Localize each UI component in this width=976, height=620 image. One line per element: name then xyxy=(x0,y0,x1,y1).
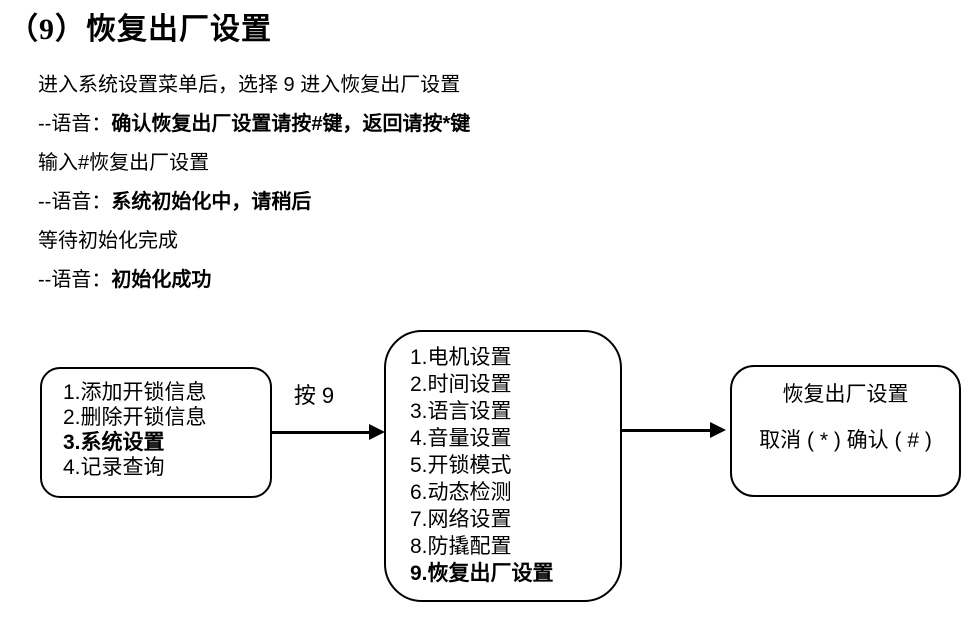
instruction-bold-text: 系统初始化中，请稍后 xyxy=(111,191,312,213)
instruction-bold-text: 初始化成功 xyxy=(111,269,212,291)
submenu-item-selected: 9.恢复出厂设置 xyxy=(410,562,554,585)
instruction-text: 等待初始化完成 xyxy=(38,230,178,252)
menu-item: 2.删除开锁信息 xyxy=(63,406,207,429)
instruction-text: 进入系统设置菜单后，选择 9 进入恢复出厂设置 xyxy=(38,74,461,96)
submenu-item: 6.动态检测 xyxy=(410,481,512,504)
submenu-item: 4.音量设置 xyxy=(410,427,512,450)
confirm-box-title: 恢复出厂设置 xyxy=(782,383,909,406)
submenu-item: 5.开锁模式 xyxy=(410,454,512,477)
main-menu-box: 1.添加开锁信息 2.删除开锁信息 3.系统设置 4.记录查询 xyxy=(40,367,272,498)
instruction-line: 进入系统设置菜单后，选择 9 进入恢复出厂设置 xyxy=(38,66,470,105)
instruction-line: 等待初始化完成 xyxy=(38,222,470,261)
instructions-block: 进入系统设置菜单后，选择 9 进入恢复出厂设置 --语音：确认恢复出厂设置请按#… xyxy=(38,66,470,300)
menu-item: 1.添加开锁信息 xyxy=(63,381,207,404)
arrow1-head-icon xyxy=(369,424,385,440)
instruction-line: --语音：系统初始化中，请稍后 xyxy=(38,183,470,222)
instruction-line: 输入#恢复出厂设置 xyxy=(38,144,470,183)
instruction-line: --语音：初始化成功 xyxy=(38,261,470,300)
page-title: （9）恢复出厂设置 xyxy=(8,13,272,46)
instruction-line: --语音：确认恢复出厂设置请按#键，返回请按*键 xyxy=(38,105,470,144)
arrow2-head-icon xyxy=(710,422,726,438)
submenu-item: 3.语言设置 xyxy=(410,400,512,423)
system-settings-menu-box: 1.电机设置 2.时间设置 3.语言设置 4.音量设置 5.开锁模式 6.动态检… xyxy=(384,330,622,602)
arrow2-line xyxy=(622,429,714,432)
instruction-text: --语音： xyxy=(38,269,112,291)
instruction-text: --语音： xyxy=(38,191,112,213)
instruction-bold-text: 确认恢复出厂设置请按#键，返回请按*键 xyxy=(111,113,471,135)
instruction-text: --语音： xyxy=(38,113,112,135)
submenu-item: 8.防撬配置 xyxy=(410,535,512,558)
menu-item: 4.记录查询 xyxy=(63,456,165,479)
menu-item-selected: 3.系统设置 xyxy=(63,431,165,454)
submenu-item: 2.时间设置 xyxy=(410,373,512,396)
arrow1-line xyxy=(272,431,373,434)
arrow1-label: 按 9 xyxy=(293,383,335,408)
factory-reset-confirm-box: 恢复出厂设置 取消 ( * ) 确认 ( # ) xyxy=(730,365,961,497)
submenu-item: 7.网络设置 xyxy=(410,508,512,531)
instruction-text: 输入#恢复出厂设置 xyxy=(38,152,210,174)
confirm-box-action: 取消 ( * ) 确认 ( # ) xyxy=(759,429,932,452)
submenu-item: 1.电机设置 xyxy=(410,346,512,369)
